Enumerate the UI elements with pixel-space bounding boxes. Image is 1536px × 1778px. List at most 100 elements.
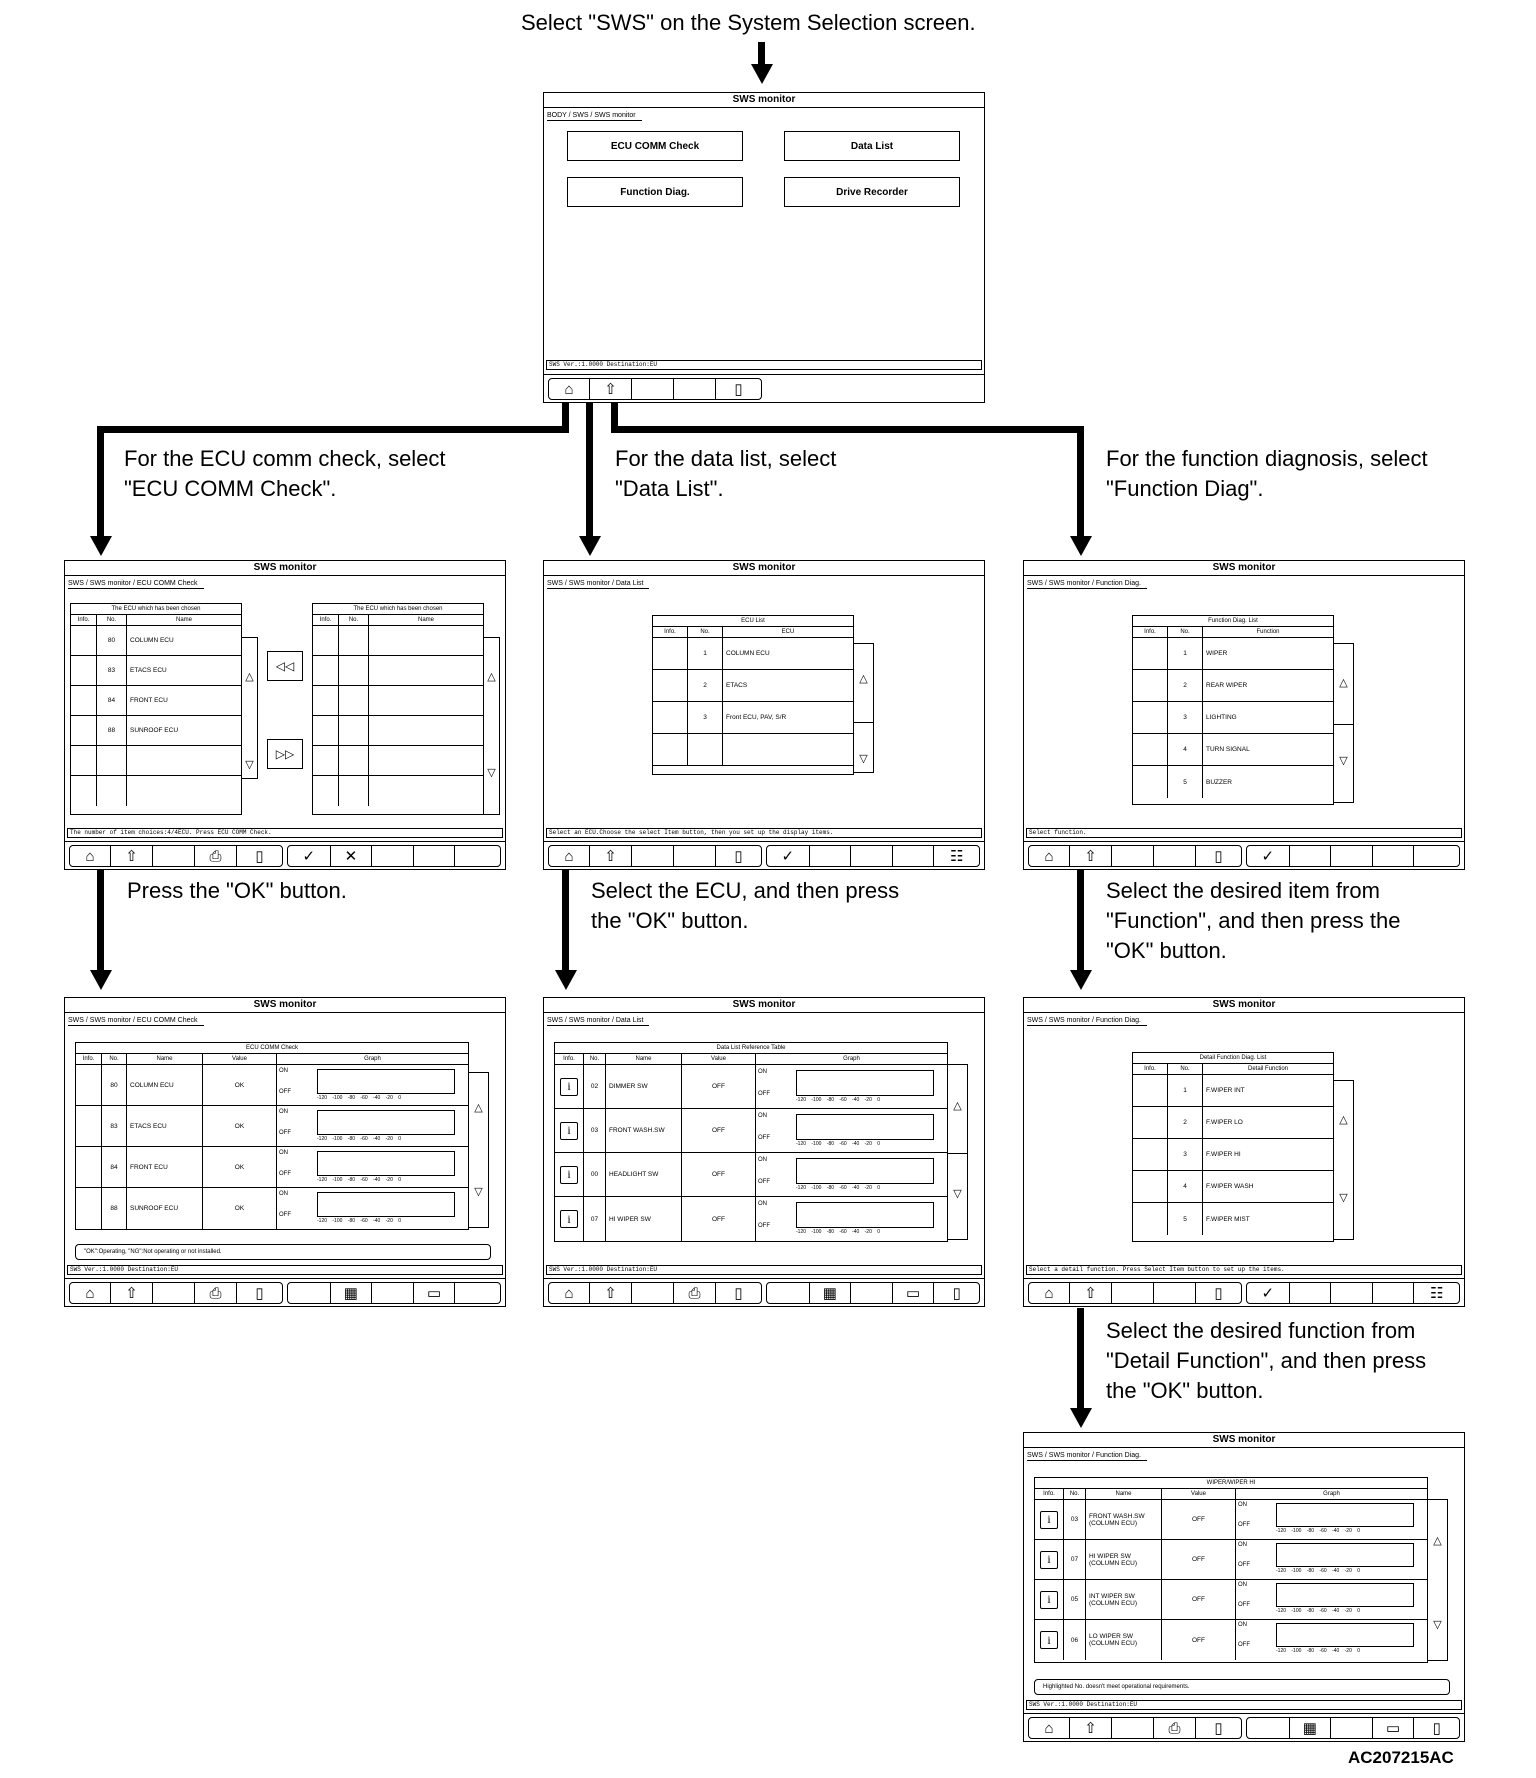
table-row[interactable] bbox=[313, 626, 483, 656]
graph-icon[interactable]: ▦ bbox=[808, 1283, 851, 1303]
book-icon[interactable]: ▯ bbox=[1195, 846, 1241, 866]
scrollbar[interactable]: △ ▽ bbox=[854, 643, 874, 773]
printer-icon[interactable]: ⎙ bbox=[673, 1283, 715, 1303]
scrollbar[interactable]: △ ▽ bbox=[948, 1064, 968, 1240]
scroll-up-icon[interactable]: △ bbox=[953, 1100, 962, 1112]
home-icon[interactable]: ⌂ bbox=[564, 847, 574, 865]
back-arrow-icon[interactable]: ⇧ bbox=[1069, 1283, 1111, 1303]
home-icon[interactable]: ⌂ bbox=[85, 1284, 95, 1302]
info-icon[interactable]: i bbox=[560, 1121, 578, 1140]
book-icon[interactable]: ▯ bbox=[1195, 1283, 1241, 1303]
printer-icon[interactable]: ⎙ bbox=[194, 846, 236, 866]
info-icon[interactable]: i bbox=[1040, 1550, 1058, 1569]
table-row[interactable] bbox=[313, 716, 483, 746]
home-icon[interactable]: ⌂ bbox=[564, 380, 574, 398]
table-row[interactable] bbox=[71, 746, 241, 776]
home-icon[interactable]: ⌂ bbox=[1044, 1284, 1054, 1302]
book-icon[interactable]: ▯ bbox=[1413, 1718, 1459, 1738]
home-icon[interactable]: ⌂ bbox=[1044, 847, 1054, 865]
scroll-down-icon[interactable]: ▽ bbox=[487, 767, 496, 779]
data-list-button[interactable]: Data List bbox=[784, 131, 960, 161]
home-icon[interactable]: ⌂ bbox=[85, 847, 95, 865]
table-row[interactable] bbox=[653, 734, 853, 766]
table-row[interactable] bbox=[313, 686, 483, 716]
move-right-icon[interactable]: ▷▷ bbox=[267, 739, 303, 769]
book-icon[interactable]: ▯ bbox=[236, 846, 282, 866]
scroll-up-icon[interactable]: △ bbox=[1339, 1114, 1348, 1126]
scroll-down-icon[interactable]: ▽ bbox=[474, 1186, 483, 1198]
drive-recorder-button[interactable]: Drive Recorder bbox=[784, 177, 960, 207]
monitor-icon[interactable]: ▭ bbox=[1371, 1718, 1414, 1738]
graph-icon[interactable]: ▦ bbox=[1288, 1718, 1331, 1738]
monitor-icon[interactable]: ▭ bbox=[412, 1283, 455, 1303]
back-arrow-icon[interactable]: ⇧ bbox=[1069, 846, 1111, 866]
back-arrow-icon[interactable]: ⇧ bbox=[589, 1283, 631, 1303]
scroll-up-icon[interactable]: △ bbox=[1339, 677, 1348, 689]
home-icon[interactable]: ⌂ bbox=[1044, 1719, 1054, 1737]
back-arrow-icon[interactable]: ⇧ bbox=[589, 379, 631, 399]
scrollbar[interactable]: △ ▽ bbox=[242, 637, 258, 779]
info-icon[interactable]: i bbox=[560, 1210, 578, 1228]
scroll-down-icon[interactable]: ▽ bbox=[245, 759, 254, 771]
back-arrow-icon[interactable]: ⇧ bbox=[110, 846, 152, 866]
scrollbar[interactable]: △ ▽ bbox=[469, 1072, 489, 1228]
book-icon[interactable]: ▯ bbox=[715, 1283, 761, 1303]
scroll-up-icon[interactable]: △ bbox=[1433, 1535, 1442, 1547]
scrollbar[interactable]: △ ▽ bbox=[1334, 1080, 1354, 1240]
ecu-comm-check-button[interactable]: ECU COMM Check bbox=[567, 131, 743, 161]
scroll-down-icon[interactable]: ▽ bbox=[1339, 1192, 1348, 1204]
check-icon[interactable]: ✓ bbox=[1261, 847, 1275, 865]
printer-icon[interactable]: ⎙ bbox=[1153, 1718, 1195, 1738]
scroll-down-icon[interactable]: ▽ bbox=[1433, 1619, 1442, 1631]
scrollbar[interactable]: △ ▽ bbox=[1428, 1499, 1448, 1661]
scroll-down-icon[interactable]: ▽ bbox=[953, 1188, 962, 1200]
check-icon[interactable]: ✓ bbox=[781, 847, 795, 865]
scroll-down-icon[interactable]: ▽ bbox=[1339, 755, 1348, 767]
info-icon[interactable]: i bbox=[560, 1077, 578, 1096]
back-arrow-icon[interactable]: ⇧ bbox=[1069, 1718, 1111, 1738]
info-icon[interactable]: i bbox=[1040, 1590, 1058, 1609]
cross-icon[interactable]: ✕ bbox=[329, 846, 372, 866]
scroll-up-icon[interactable]: △ bbox=[245, 671, 254, 683]
table-row[interactable] bbox=[313, 746, 483, 776]
monitor-icon[interactable]: ▭ bbox=[891, 1283, 934, 1303]
scrollbar[interactable]: △ ▽ bbox=[484, 637, 500, 815]
book-icon[interactable]: ▯ bbox=[933, 1283, 979, 1303]
graph-icon[interactable]: ▦ bbox=[329, 1283, 372, 1303]
scroll-up-icon[interactable]: △ bbox=[859, 673, 868, 685]
info-icon[interactable]: i bbox=[1040, 1631, 1058, 1649]
scroll-up-icon[interactable]: △ bbox=[474, 1102, 483, 1114]
home-icon[interactable]: ⌂ bbox=[564, 1284, 574, 1302]
table-row[interactable] bbox=[313, 776, 483, 806]
book-icon[interactable]: ▯ bbox=[715, 846, 761, 866]
printer-icon[interactable]: ⎙ bbox=[194, 1283, 236, 1303]
move-left-icon[interactable]: ◁◁ bbox=[267, 651, 303, 681]
book-icon[interactable]: ▯ bbox=[236, 1283, 282, 1303]
function-diag-button[interactable]: Function Diag. bbox=[567, 177, 743, 207]
table-row[interactable] bbox=[71, 776, 241, 806]
check-icon[interactable]: ✓ bbox=[302, 847, 316, 865]
